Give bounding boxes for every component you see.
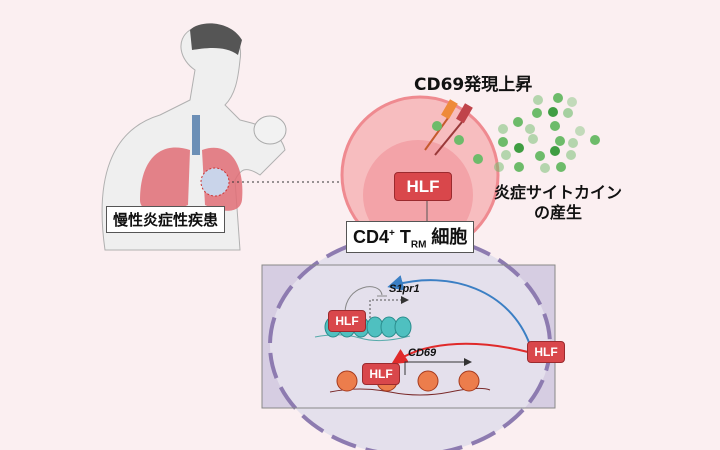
hlf-protein-cell: HLF: [394, 172, 452, 201]
cell-label-t: T: [394, 227, 411, 247]
cytokine-label-line2: の産生: [534, 203, 583, 222]
lungs-icon: [140, 115, 243, 212]
hlf-bound-s1pr1: HLF: [328, 310, 366, 332]
hlf-free: HLF: [527, 341, 565, 363]
nucleus-panel: [261, 233, 556, 450]
gene-s1pr1: S1pr1: [389, 283, 420, 295]
cell-label: CD4+ TRM 細胞: [346, 221, 475, 253]
fist: [253, 115, 287, 145]
s1pr1-arrow: [369, 296, 409, 318]
cell-label-suffix: 細胞: [426, 227, 468, 247]
disease-label: 慢性炎症性疾患: [106, 206, 226, 233]
nucleosomes-bottom: [336, 370, 480, 392]
cd69-up-label: CD69発現上昇: [414, 75, 533, 95]
hlf-binding-arrow-red: [391, 342, 529, 365]
cytokine-dots: [432, 93, 600, 173]
cd69-arrow: [404, 358, 472, 375]
cell-label-sub: RM: [410, 239, 427, 251]
cd69-receptor-icon: [441, 99, 458, 120]
repression-arc: [344, 286, 383, 314]
cytokine-label: 炎症サイトカイン の産生: [494, 183, 622, 223]
cell-label-sup: +: [389, 228, 395, 239]
cytokine-label-line1: 炎症サイトカイン: [494, 183, 623, 202]
hlf-binding-arrow-blue: [387, 275, 531, 346]
gene-cd69: CD69: [408, 347, 437, 359]
cell-label-main: CD4: [353, 227, 390, 247]
hlf-bound-cd69: HLF: [362, 363, 400, 385]
